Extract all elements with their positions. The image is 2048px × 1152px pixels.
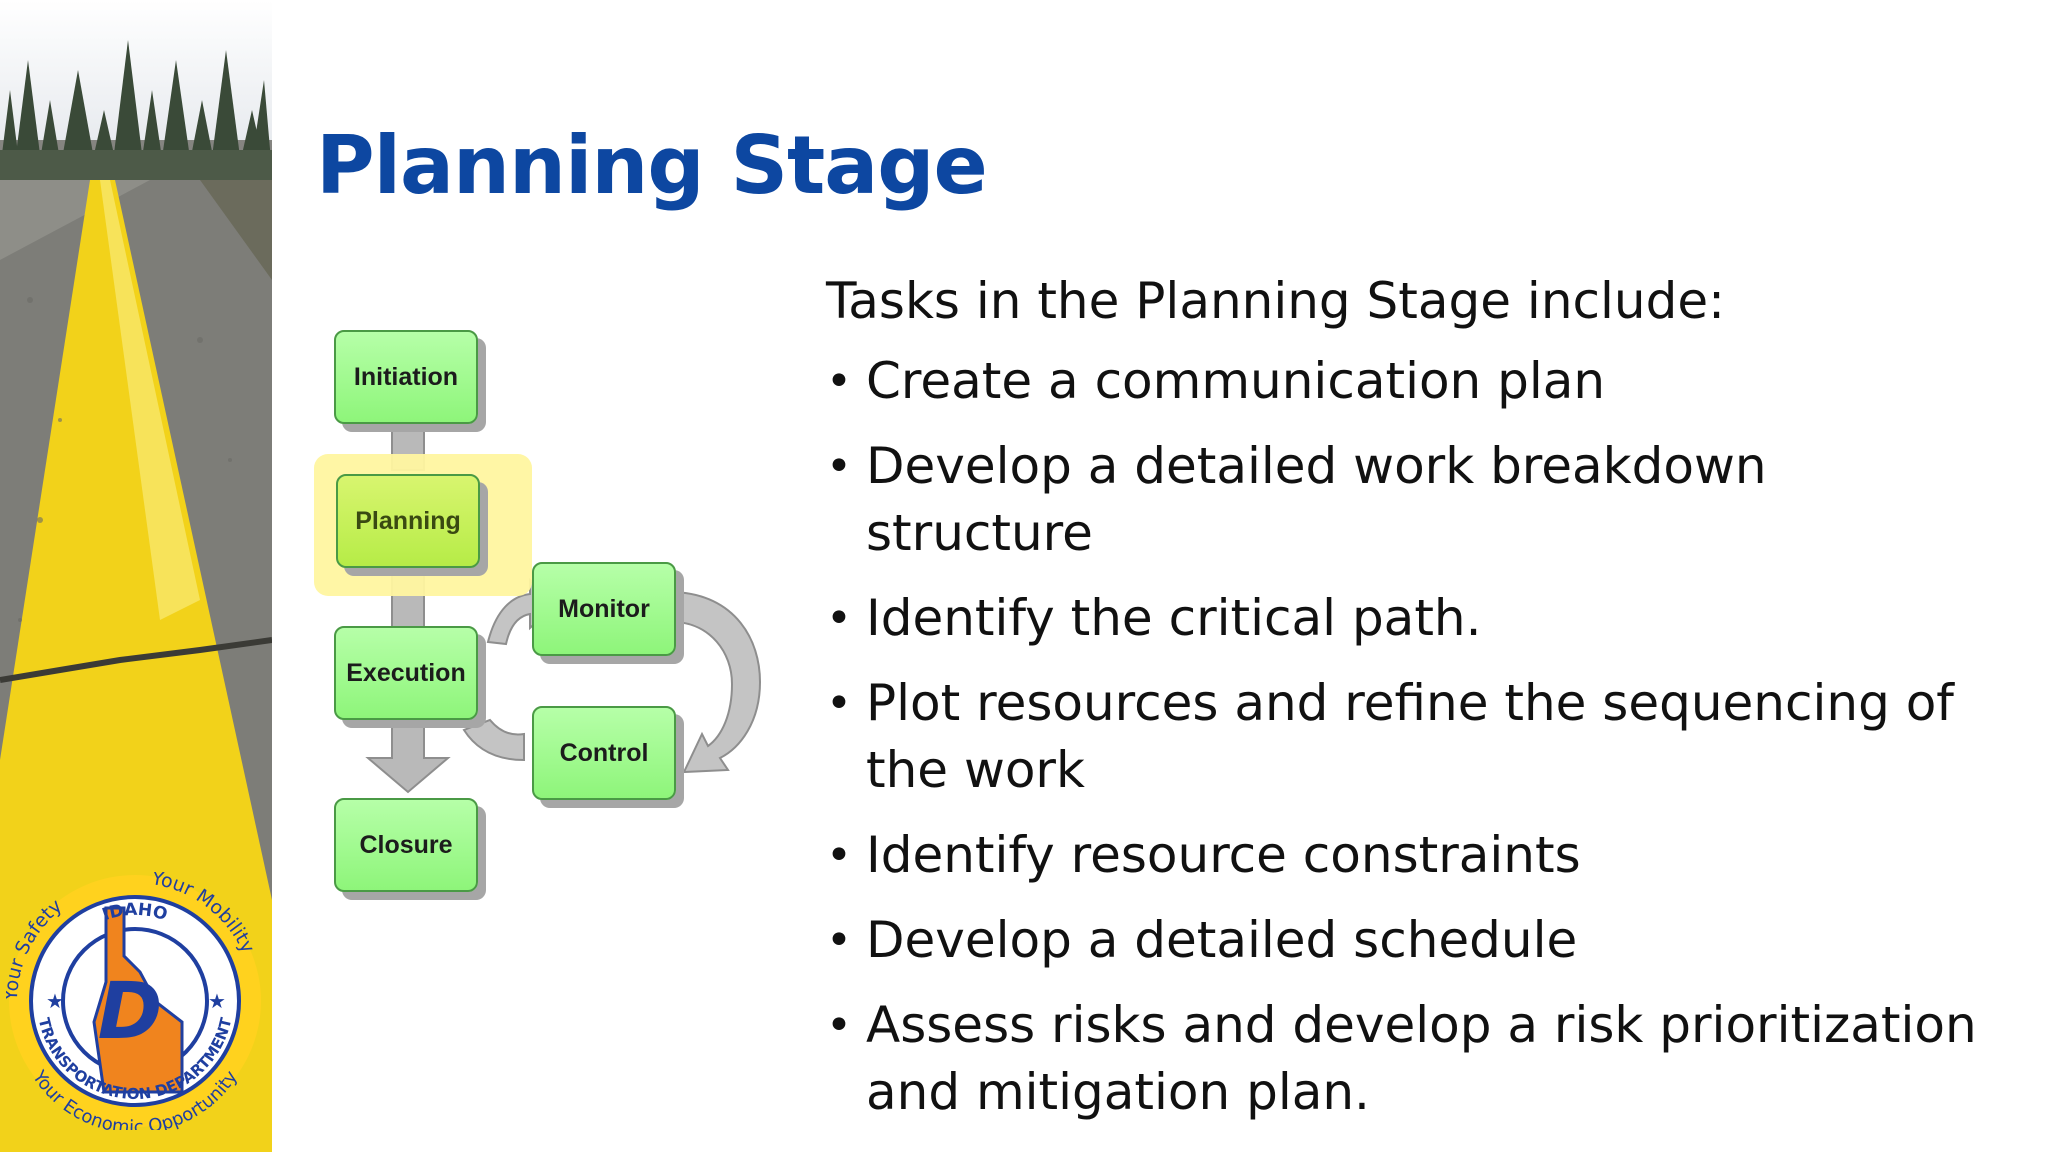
list-item: • Identify the critical path. [826, 585, 2006, 652]
list-item: • Develop a detailed work breakdown struc… [826, 433, 2006, 567]
tasks-lead: Tasks in the Planning Stage include: [826, 272, 1725, 330]
list-item: • Assess risks and develop a risk priorit… [826, 992, 2006, 1126]
list-item: • Create a communication plan [826, 348, 2006, 415]
task-text: Develop a detailed work breakdown struct… [866, 437, 1767, 562]
task-text: Plot resources and refine the sequencing… [866, 674, 1954, 799]
arrow-monitor-control [675, 590, 762, 774]
bullet-icon: • [826, 1000, 852, 1051]
stage-closure-label: Closure [359, 830, 453, 859]
stage-control-label: Control [559, 738, 649, 767]
task-text: Create a communication plan [866, 352, 1606, 410]
bullet-icon: • [826, 441, 852, 492]
process-stages-diagram: Initiation Planning Execution Monitor Co… [300, 310, 780, 930]
stage-monitor: Monitor [532, 562, 676, 656]
stage-closure: Closure [334, 798, 478, 892]
task-content: Tasks in the Planning Stage include: • Cr… [826, 268, 2006, 1144]
arrow-execution-closure [365, 721, 451, 794]
stage-planning: Planning [336, 474, 480, 568]
stage-execution-label: Execution [346, 658, 466, 687]
task-list: • Create a communication plan • Develop a … [826, 348, 2006, 1126]
stage-initiation: Initiation [334, 330, 478, 424]
bullet-icon: • [826, 678, 852, 729]
svg-text:★: ★ [208, 989, 226, 1013]
list-item: • Plot resources and refine the sequencin… [826, 670, 2006, 804]
slide-title: Planning Stage [316, 119, 988, 212]
bullet-icon: • [826, 593, 852, 644]
arrow-control-execution [462, 718, 525, 762]
stage-planning-label: Planning [355, 506, 461, 535]
list-item: • Develop a detailed schedule [826, 907, 2006, 974]
svg-text:★: ★ [46, 989, 64, 1013]
stage-execution: Execution [334, 626, 478, 720]
list-item: • Identify resource constraints [826, 822, 2006, 889]
stage-initiation-label: Initiation [353, 362, 459, 391]
bullet-icon: • [826, 915, 852, 966]
itd-monogram: D [98, 967, 163, 1057]
task-text: Assess risks and develop a risk prioriti… [866, 996, 1977, 1121]
stage-control: Control [532, 706, 676, 800]
bullet-icon: • [826, 356, 852, 407]
itd-seal-logo: D ★ ★ IDAHO TRANSPORTATION DEPARTMENT Yo… [0, 867, 264, 1138]
task-text: Identify resource constraints [866, 826, 1581, 884]
task-text: Identify the critical path. [866, 589, 1482, 647]
task-text: Develop a detailed schedule [866, 911, 1578, 969]
stage-monitor-label: Monitor [558, 594, 650, 623]
bullet-icon: • [826, 830, 852, 881]
